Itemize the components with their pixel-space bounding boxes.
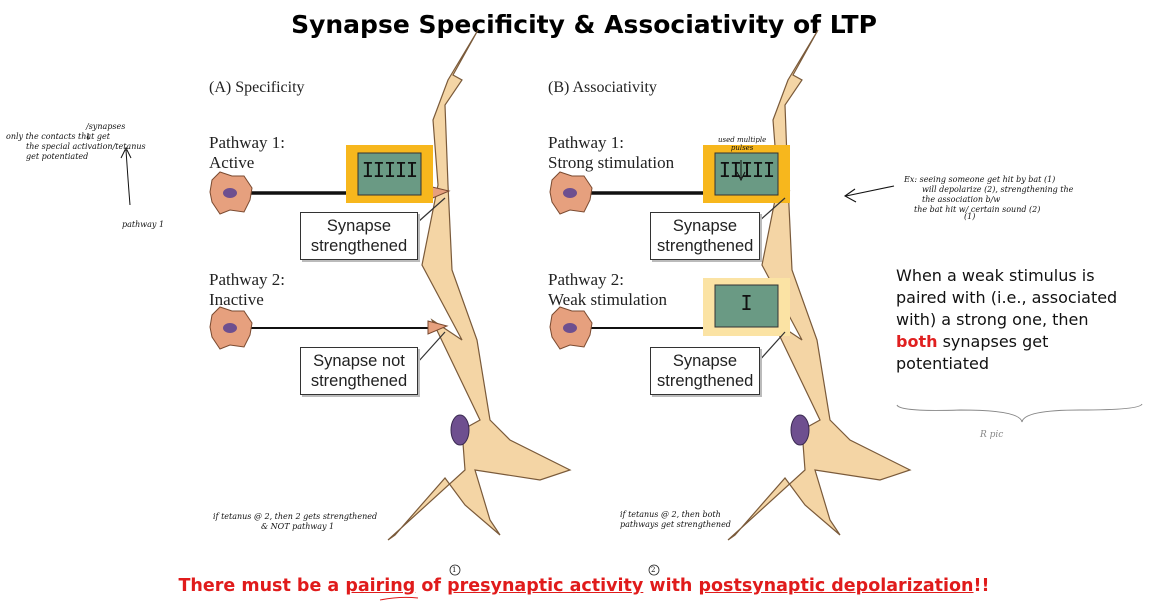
brace bbox=[896, 403, 1143, 423]
panel-a-soma-1 bbox=[209, 171, 253, 215]
panel-b-weak-stimulus-bar: I bbox=[740, 291, 753, 315]
left-note-arrow bbox=[125, 149, 131, 206]
multiple-pulses-note: used multiple pulses bbox=[718, 136, 767, 152]
right-note-arrow bbox=[845, 185, 895, 197]
panel-b-pathway-1-label: Pathway 1:Strong stimulation bbox=[548, 133, 675, 172]
panel-a-stimulus-bars: IIIII bbox=[361, 158, 418, 182]
panel-b-pathway-2-label: Pathway 2:Weak stimulation bbox=[548, 270, 668, 309]
panel-a-postsynaptic-neuron bbox=[387, 29, 571, 541]
footer-marker-1: 1 bbox=[452, 566, 457, 574]
footer-marker-2: 2 bbox=[651, 566, 656, 574]
associativity-explanation: When a weak stimulus is paired with (i.e… bbox=[896, 266, 1118, 373]
emphasis-both: both bbox=[896, 332, 938, 351]
panel-a-pathway-1-label: Pathway 1:Active bbox=[209, 133, 286, 172]
page-title: Synapse Specificity & Associativity of L… bbox=[291, 10, 877, 39]
panel-a-title: (A) Specificity bbox=[209, 79, 305, 96]
panel-a-terminal-2 bbox=[427, 320, 449, 335]
brace-label: R pic bbox=[980, 430, 1004, 440]
panel-a-bottom-note: if tetanus @ 2, then 2 gets strengthened… bbox=[213, 512, 378, 531]
left-pathway-note: pathway 1 bbox=[122, 220, 165, 229]
left-handwritten-note: /synapses only the contacts that get the… bbox=[6, 122, 146, 161]
panel-b-title: (B) Associativity bbox=[548, 79, 657, 96]
panel-b-strong-stimulus-bars: IIIII bbox=[718, 158, 775, 182]
panel-a-pathway-2-label: Pathway 2:Inactive bbox=[209, 270, 286, 309]
right-handwritten-note: Ex: seeing someone get hit by bat (1) wi… bbox=[904, 175, 1074, 221]
panel-a-soma-2 bbox=[209, 306, 253, 350]
panel-b-bottom-note: if tetanus @ 2, then both pathways get s… bbox=[620, 510, 731, 529]
panel-b-soma-2 bbox=[549, 306, 593, 350]
panel-b-soma-1 bbox=[549, 171, 593, 215]
footer-statement: There must be a pairing of presynaptic a… bbox=[178, 576, 990, 596]
